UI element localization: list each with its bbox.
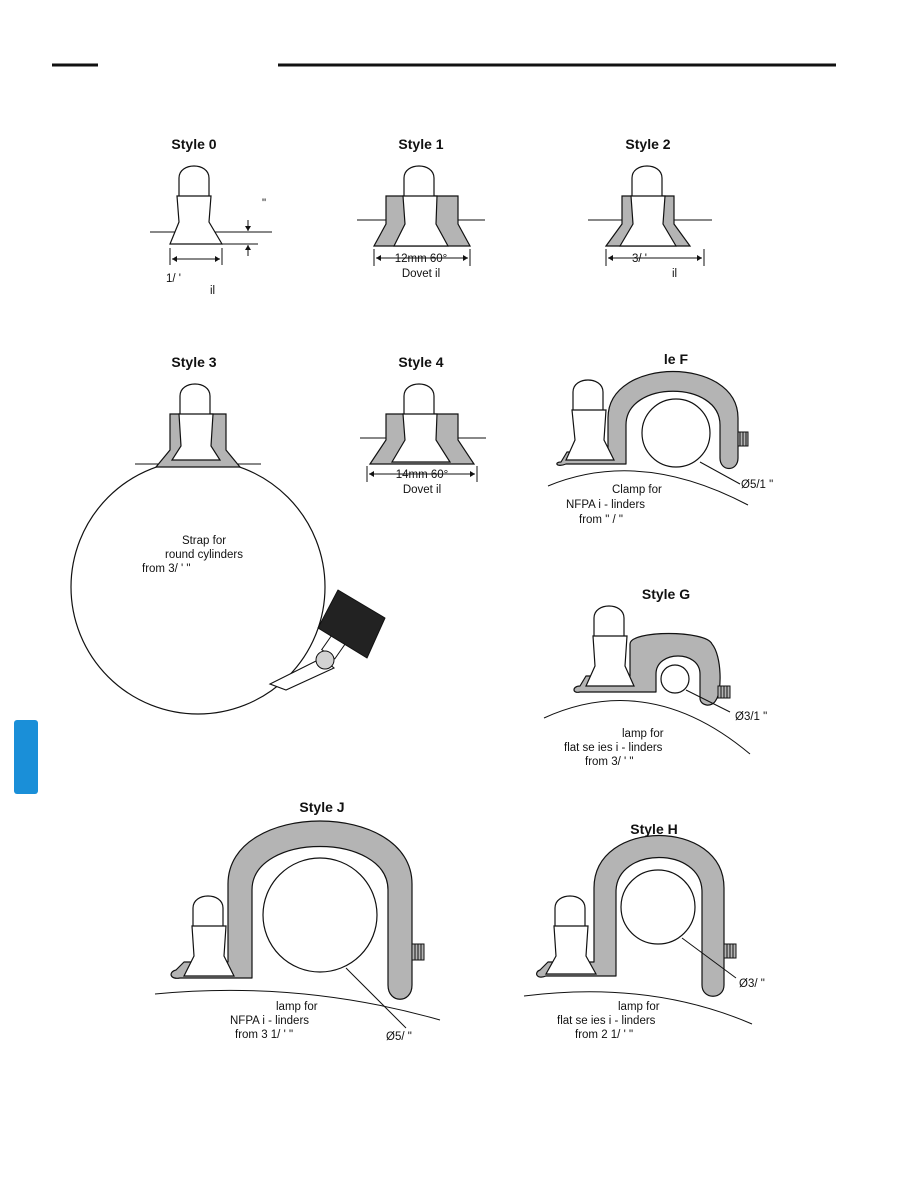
style-4-dim: 14mm 60° <box>396 469 449 481</box>
style-j-note2: NFPA i - linders <box>230 1015 309 1027</box>
style-1-title: Style 1 <box>398 136 443 152</box>
style-g-diagram: Style G Ø3/1 " lamp for flat se ies i - … <box>543 586 767 768</box>
style-g-note2: flat se ies i - linders <box>564 742 663 754</box>
style-3-title: Style 3 <box>171 354 216 370</box>
style-0-diagram: Style 0 " 1/ ' il <box>150 136 272 297</box>
style-j-diagram: Style J Ø5/ " lamp for NFPA i - linders … <box>154 799 441 1043</box>
style-2-dim: 3/ ' <box>632 253 647 265</box>
style-2-title: Style 2 <box>625 136 670 152</box>
style-1-dim2: Dovet il <box>402 268 440 280</box>
style-4-dim2: Dovet il <box>403 484 441 496</box>
style-3-diagram: Style 3 Strap for round cylinders from 3… <box>70 354 386 715</box>
style-0-title: Style 0 <box>171 136 216 152</box>
style-g-diameter: Ø3/1 " <box>735 711 767 723</box>
style-h-diagram: Style H Ø3/ " lamp for flat se ies i - l… <box>523 821 765 1041</box>
style-3-note2: round cylinders <box>165 549 243 561</box>
style-1-dim: 12mm 60° <box>395 253 448 265</box>
style-3-note1: Strap for <box>182 535 226 547</box>
style-j-note3: from 3 1/ ' " <box>235 1029 293 1041</box>
style-0-dim: 1/ ' <box>166 273 181 285</box>
style-f-note1: Clamp for <box>612 484 662 496</box>
style-g-note1: lamp for <box>622 728 664 740</box>
style-h-note3: from 2 1/ ' " <box>575 1029 633 1041</box>
style-h-diameter: Ø3/ " <box>739 978 765 990</box>
strap-knob <box>317 589 386 659</box>
style-j-note1: lamp for <box>276 1001 318 1013</box>
style-f-note3: from " / " <box>579 514 623 526</box>
style-4-title: Style 4 <box>398 354 443 370</box>
style-3-note3: from 3/ ' " <box>142 563 190 575</box>
style-2-dim2: il <box>672 268 677 280</box>
style-4-diagram: Style 4 14mm 60° Dovet il <box>360 354 486 496</box>
style-f-note2: NFPA i - linders <box>566 499 645 511</box>
style-g-note3: from 3/ ' " <box>585 756 633 768</box>
style-1-diagram: Style 1 12mm 60° Dovet il <box>357 136 485 280</box>
style-h-note2: flat se ies i - linders <box>557 1015 656 1027</box>
style-g-title: Style G <box>642 586 690 602</box>
style-0-dim2: il <box>210 285 215 297</box>
section-tab <box>14 720 38 794</box>
style-j-title: Style J <box>299 799 344 815</box>
style-f-diameter: Ø5/1 " <box>741 479 773 491</box>
style-f-diagram: le F Ø5/1 " Clamp for NFPA i - linders f… <box>547 351 773 526</box>
style-0-mark: " <box>262 198 266 210</box>
style-h-title: Style H <box>630 821 677 837</box>
style-j-diameter: Ø5/ " <box>386 1031 412 1043</box>
style-h-note1: lamp for <box>618 1001 660 1013</box>
style-2-diagram: Style 2 3/ ' il <box>588 136 712 280</box>
style-f-title: le F <box>664 351 689 367</box>
